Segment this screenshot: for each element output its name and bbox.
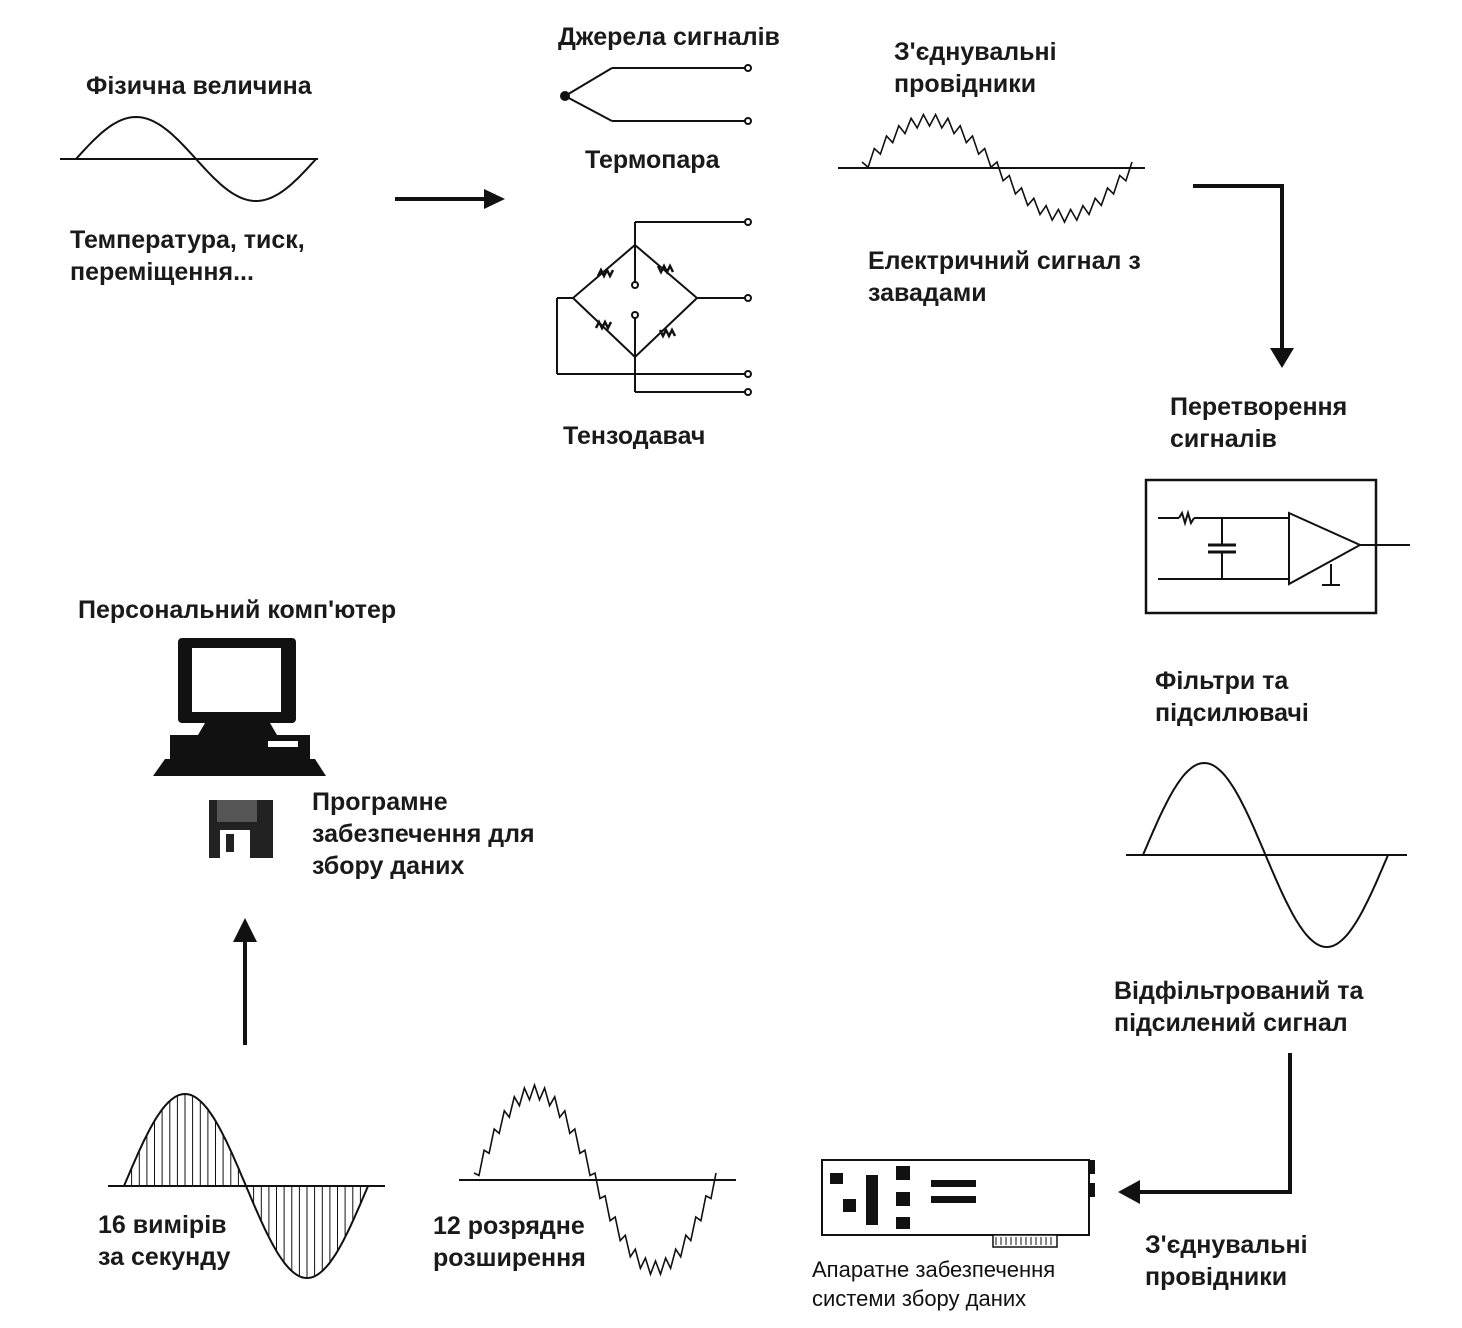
sampling-rate-label: 16 вимірів за секунду (98, 1211, 231, 1271)
signal-conditioning-label: Перетворення сигналів (1170, 393, 1348, 453)
personal-computer-label: Персональний комп'ютер (78, 596, 397, 624)
noisy-signal-label: Електричний сигнал з завадами (868, 247, 1141, 307)
daq-hardware-label: Апаратне забезпечення системи збору дани… (812, 1257, 1056, 1311)
flow-arrow-2 (1193, 184, 1294, 368)
connecting-wires-top-label: З'єднувальні провідники (894, 38, 1057, 98)
resolution-label: 12 розрядне розширення (433, 1212, 586, 1272)
filters-amplifiers-label: Фільтри та підсилювачі (1155, 667, 1309, 727)
flow-arrow-1 (395, 189, 505, 209)
strain-gauge-bridge (556, 218, 752, 396)
physical-quantity-label: Фізична величина (86, 72, 312, 100)
quantized-signal-wave (459, 1082, 736, 1277)
floppy-disk-icon (209, 800, 273, 858)
physical-examples-label: Температура, тиск, переміщення... (70, 226, 305, 286)
computer-icon (153, 638, 326, 776)
flow-arrow-3 (1118, 1053, 1292, 1204)
flow-arrow-4 (233, 918, 257, 1045)
sampled-signal-wave (108, 1092, 385, 1280)
filtered-signal-wave (1126, 761, 1407, 949)
signal-sources-label: Джерела сигналів (558, 23, 780, 51)
filtered-signal-label: Відфільтрований та підсилений сигнал (1114, 977, 1364, 1037)
signal-conditioning-circuit (1144, 478, 1410, 615)
connecting-wires-bottom-label: З'єднувальні провідники (1145, 1231, 1308, 1291)
physical-quantity-wave (60, 115, 318, 203)
thermocouple-symbol (560, 64, 752, 125)
daq-board (821, 1159, 1095, 1248)
software-label: Програмне забезпечення для збору даних (312, 788, 535, 880)
strain-gauge-label: Тензодавач (563, 422, 706, 450)
thermocouple-label: Термопара (585, 146, 720, 174)
noisy-signal-wave (838, 112, 1145, 224)
